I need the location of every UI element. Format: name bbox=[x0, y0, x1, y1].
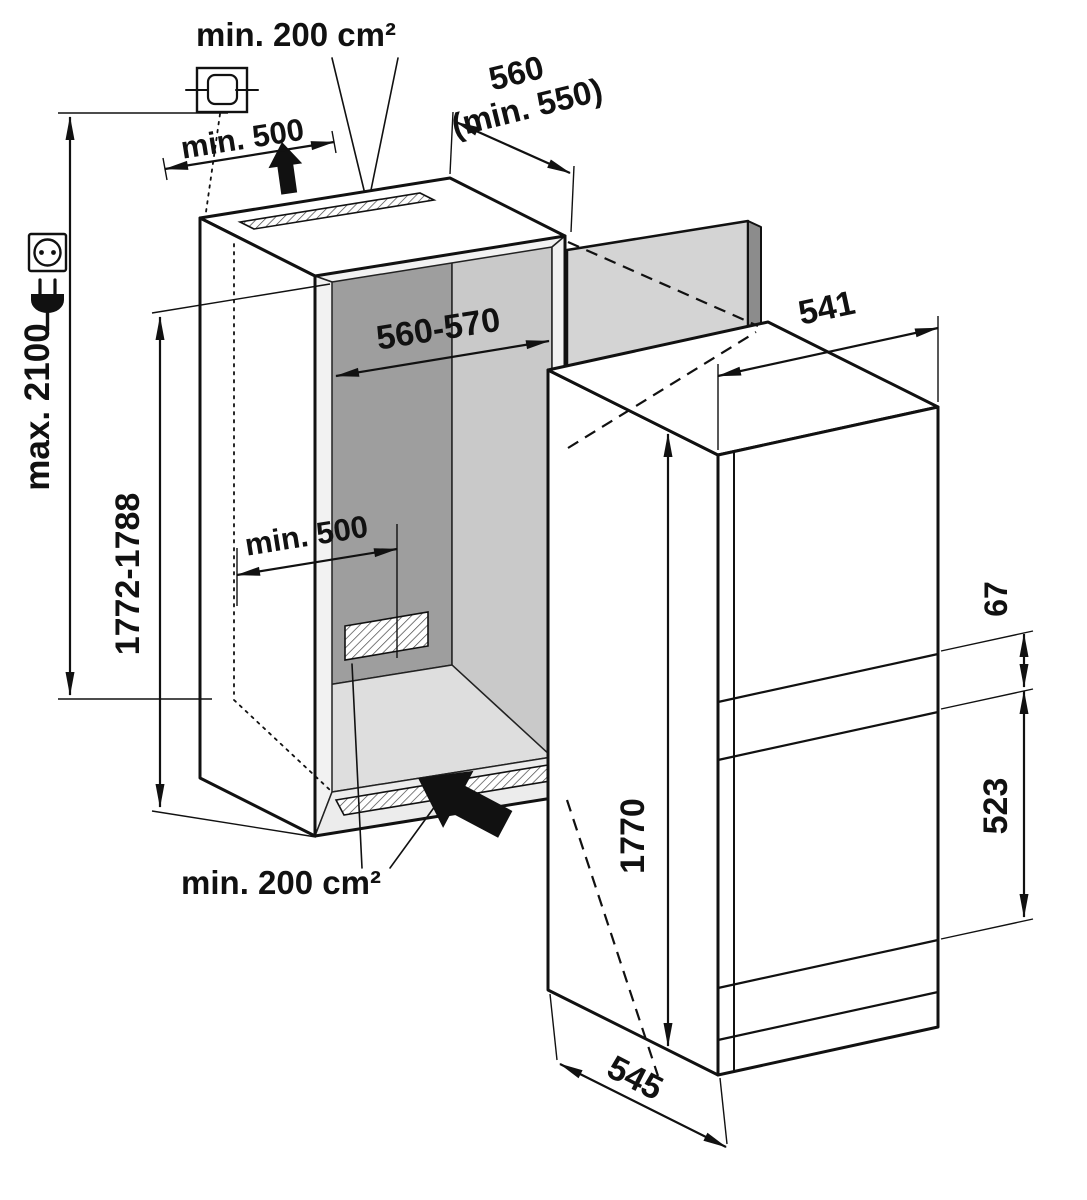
dim-lower-door bbox=[940, 690, 1034, 940]
extension-line bbox=[151, 283, 331, 314]
niche-depth-label: 560 (min. 550) bbox=[448, 48, 606, 144]
appliance-width-label: 541 bbox=[795, 284, 858, 333]
plug-body bbox=[31, 294, 64, 313]
dimension-line bbox=[455, 120, 571, 175]
tick bbox=[162, 157, 168, 181]
appliance-depth-label: 545 bbox=[601, 1048, 669, 1108]
socket-pin-right bbox=[51, 250, 56, 255]
dim-appliance-depth bbox=[549, 993, 728, 1148]
dim-top-clearance bbox=[162, 130, 337, 181]
installation-niche bbox=[198, 113, 567, 838]
guide-top bbox=[567, 240, 759, 328]
extension-line bbox=[940, 630, 1034, 652]
dim-door-gap bbox=[940, 630, 1034, 710]
leader-line bbox=[370, 57, 399, 191]
rear-vent-hatch bbox=[344, 611, 429, 661]
upper-door-bottom-edge bbox=[716, 652, 940, 704]
extension-line bbox=[940, 688, 1034, 710]
extension-line bbox=[449, 111, 454, 175]
lower-door-label: 523 bbox=[977, 778, 1015, 835]
dimension-line bbox=[236, 547, 398, 577]
dimension-line bbox=[164, 140, 335, 171]
socket-pin-left bbox=[39, 250, 44, 255]
leader-line bbox=[351, 663, 363, 869]
airflow-intake-arrow bbox=[418, 770, 513, 838]
door-gap-label: 67 bbox=[978, 581, 1014, 617]
tick bbox=[331, 130, 337, 154]
fridge-base-edge bbox=[716, 990, 940, 1042]
leader-line bbox=[389, 801, 439, 869]
fridge-door-face bbox=[716, 405, 940, 1077]
extension-line bbox=[549, 993, 558, 1061]
fridge-left-face bbox=[546, 368, 720, 1077]
hidden-floor-edge bbox=[233, 699, 331, 791]
dimension-line bbox=[717, 326, 939, 378]
extension-line bbox=[940, 918, 1034, 940]
vent-bottom-label: min. 200 cm² bbox=[181, 864, 381, 901]
socket-face bbox=[33, 238, 62, 267]
dim-ceiling-max bbox=[58, 112, 228, 700]
vent-top-leaders bbox=[331, 57, 399, 191]
extension-line bbox=[151, 810, 317, 838]
dim-niche-height bbox=[151, 283, 331, 838]
built-in-fridge bbox=[546, 320, 940, 1077]
top-vent-hatch bbox=[237, 192, 437, 230]
dim-niche-depth bbox=[449, 111, 575, 233]
power-socket-icon bbox=[27, 232, 68, 332]
dim-appliance-width bbox=[717, 316, 939, 450]
vent-bottom-leaders bbox=[351, 663, 439, 869]
appliance-height-label: 1770 bbox=[614, 798, 652, 874]
extension-line bbox=[570, 165, 575, 233]
guide-bottom bbox=[565, 799, 660, 1077]
dim-rear-clearance bbox=[236, 524, 398, 658]
extension-line bbox=[719, 1077, 728, 1145]
lower-door-bottom-edge bbox=[716, 938, 940, 990]
niche-height-label: 1772-1788 bbox=[109, 493, 147, 656]
vent-top-label: min. 200 cm² bbox=[196, 16, 396, 53]
lower-door-top-edge bbox=[716, 710, 940, 762]
junction-box-icon bbox=[185, 66, 259, 114]
niche-jamb-left bbox=[314, 275, 333, 837]
leader-line bbox=[331, 57, 365, 191]
dimension-line bbox=[335, 339, 550, 378]
dim-niche-width bbox=[335, 339, 550, 378]
dimension-line bbox=[559, 1063, 727, 1148]
ceiling-max-label: max. 2100 bbox=[18, 323, 57, 490]
niche-right-wall bbox=[451, 196, 553, 758]
